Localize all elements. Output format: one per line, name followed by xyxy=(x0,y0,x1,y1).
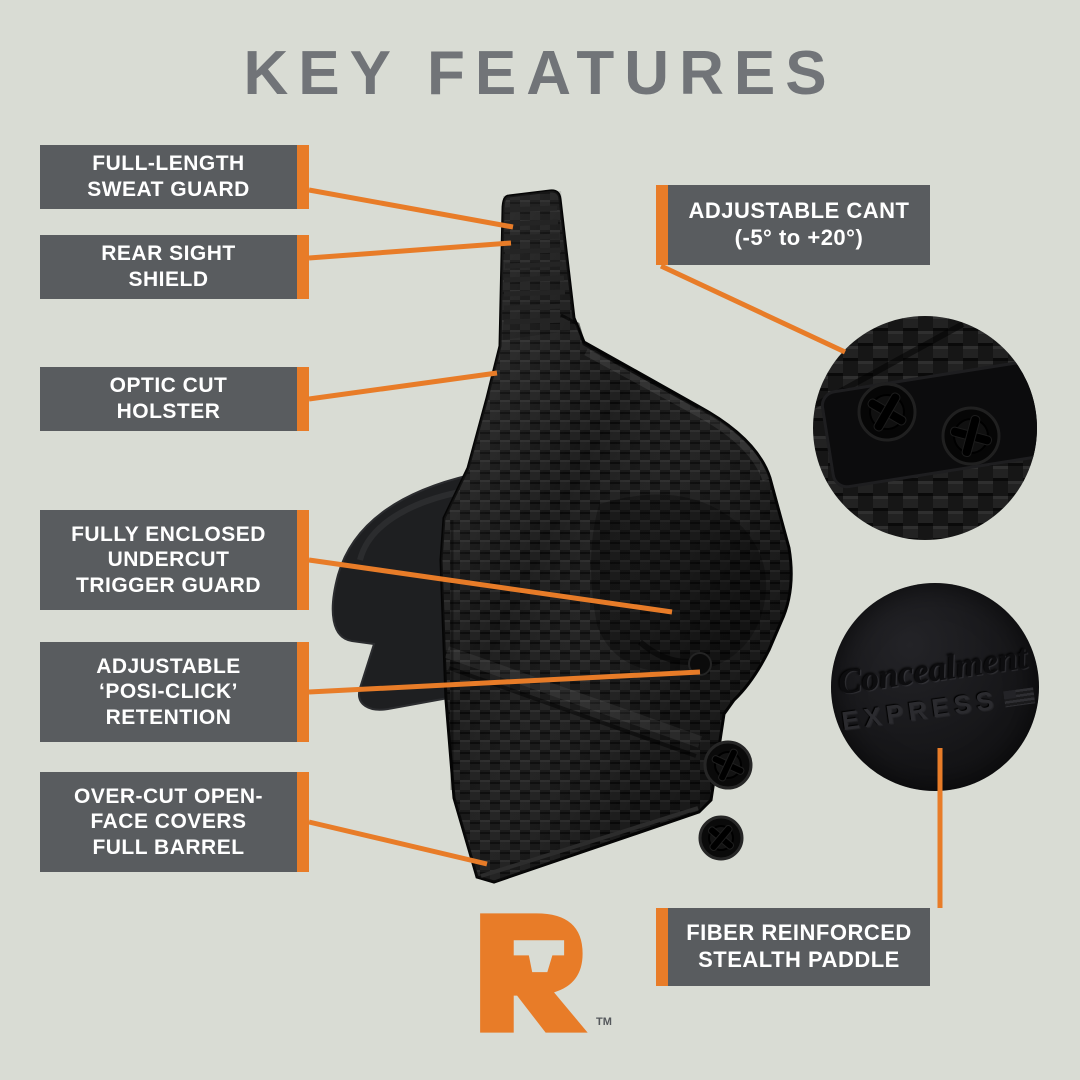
retention-screw xyxy=(688,652,712,676)
feature-box-retention: ADJUSTABLE ‘POSI-CLICK’ RETENTION xyxy=(40,642,297,742)
page-title: KEY FEATURES xyxy=(243,39,837,108)
accent-bar-optic-cut xyxy=(297,367,309,431)
accent-bar-over-cut xyxy=(297,772,309,872)
accent-bar-sweat-guard xyxy=(297,145,309,209)
brand-trademark: TM xyxy=(596,1016,612,1028)
cant-screw-left xyxy=(857,382,917,442)
us-flag-icon xyxy=(1003,686,1036,707)
cant-screw-right xyxy=(941,406,1001,466)
optic-cut-edge xyxy=(560,313,699,410)
brand-r-icon xyxy=(480,913,588,1033)
feature-box-rear-sight: REAR SIGHT SHIELD xyxy=(40,235,297,299)
feature-box-adjustable-cant: ADJUSTABLE CANT (-5° to +20°) xyxy=(668,185,930,265)
accent-bar-trigger-guard xyxy=(297,510,309,610)
feature-box-optic-cut: OPTIC CUT HOLSTER xyxy=(40,367,297,431)
accent-bar-rear-sight xyxy=(297,235,309,299)
cant-screws-inset xyxy=(813,316,1037,540)
holster-screw-bottom xyxy=(698,815,744,861)
holster-screw-top xyxy=(703,740,753,790)
brand-logo: TM xyxy=(462,910,612,1036)
accent-bar-retention xyxy=(297,642,309,742)
feature-box-over-cut: OVER-CUT OPEN- FACE COVERS FULL BARREL xyxy=(40,772,297,872)
accent-bar-adjustable-cant xyxy=(656,185,668,265)
feature-box-sweat-guard: FULL-LENGTH SWEAT GUARD xyxy=(40,145,297,209)
embossed-brand-mark: Concealment EXPRESS xyxy=(834,637,1036,737)
paddle-logo-inset: Concealment EXPRESS xyxy=(831,583,1039,791)
feature-box-trigger-guard: FULLY ENCLOSED UNDERCUT TRIGGER GUARD xyxy=(40,510,297,610)
accent-bar-stealth-paddle xyxy=(656,908,668,986)
feature-box-stealth-paddle: FIBER REINFORCED STEALTH PADDLE xyxy=(668,908,930,986)
sight-channel-serrations xyxy=(503,205,570,325)
